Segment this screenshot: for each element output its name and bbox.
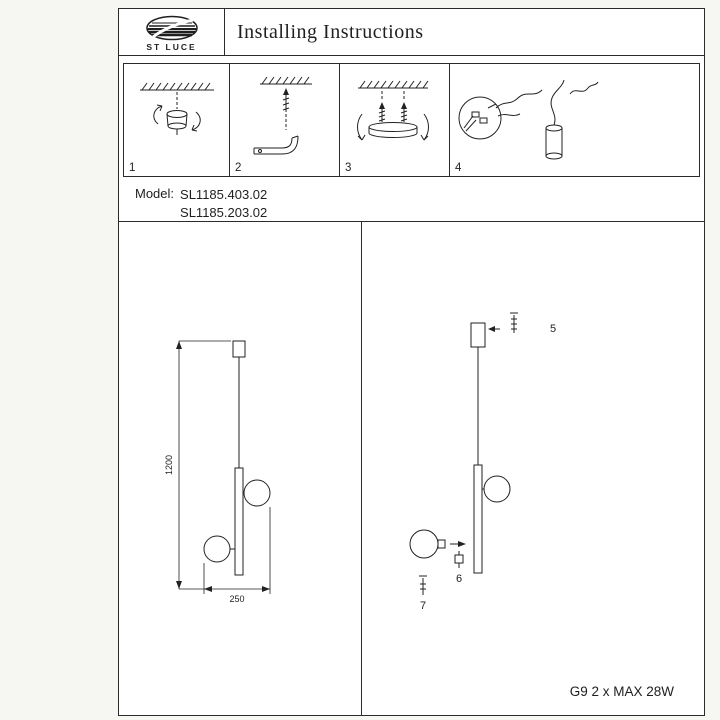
instruction-sheet: ST LUCE Installing Instructions <box>118 8 705 716</box>
model-number-1: SL1185.403.02 <box>180 187 268 202</box>
lamp-spec: G9 2 x MAX 28W <box>569 684 674 699</box>
step-2: 2 <box>230 64 340 176</box>
dimension-lines <box>178 340 271 594</box>
callout-7-label: 7 <box>420 600 426 612</box>
header: ST LUCE Installing Instructions <box>119 9 704 56</box>
st-luce-logo-icon <box>145 15 198 40</box>
step1-mount-rotation-diagram <box>140 82 214 135</box>
step-2-number: 2 <box>235 162 242 174</box>
model-number-2: SL1185.203.02 <box>180 204 268 220</box>
step4-wiring-diagram <box>458 79 599 160</box>
step-4: 4 <box>450 64 699 176</box>
dim-width-label: 250 <box>229 594 244 604</box>
pendant-dimension-drawing: 1200 250 <box>164 340 271 604</box>
step-1: 1 <box>124 64 230 176</box>
model-block: Model: SL1185.403.02 SL1185.203.02 <box>119 177 704 221</box>
step-4-number: 4 <box>455 162 462 174</box>
installation-steps: 1 <box>123 63 700 177</box>
step-3-number: 3 <box>345 162 352 174</box>
step-1-number: 1 <box>129 162 136 174</box>
step2-screw-bracket-diagram <box>253 76 312 155</box>
dim-height-label: 1200 <box>164 455 174 475</box>
pendant-fixture <box>203 340 271 576</box>
drawings-area: 1200 250 <box>119 221 704 715</box>
brand-logo-cell: ST LUCE <box>119 9 225 55</box>
model-label: Model: <box>135 186 175 201</box>
dimension-drawing-panel: 1200 250 <box>119 222 362 715</box>
step3-canopy-fix-diagram <box>357 80 429 141</box>
page-title: Installing Instructions <box>237 20 424 43</box>
callout-6-label: 6 <box>456 573 462 585</box>
assembly-drawing-panel: 5 6 7 G9 2 x MAX 28W <box>362 222 704 715</box>
callout-5-label: 5 <box>550 323 556 335</box>
step-3: 3 <box>340 64 450 176</box>
pendant-assembly-drawing: 5 6 7 <box>409 312 556 612</box>
brand-name: ST LUCE <box>146 41 197 52</box>
pendant-fixture-assembly <box>409 312 518 595</box>
